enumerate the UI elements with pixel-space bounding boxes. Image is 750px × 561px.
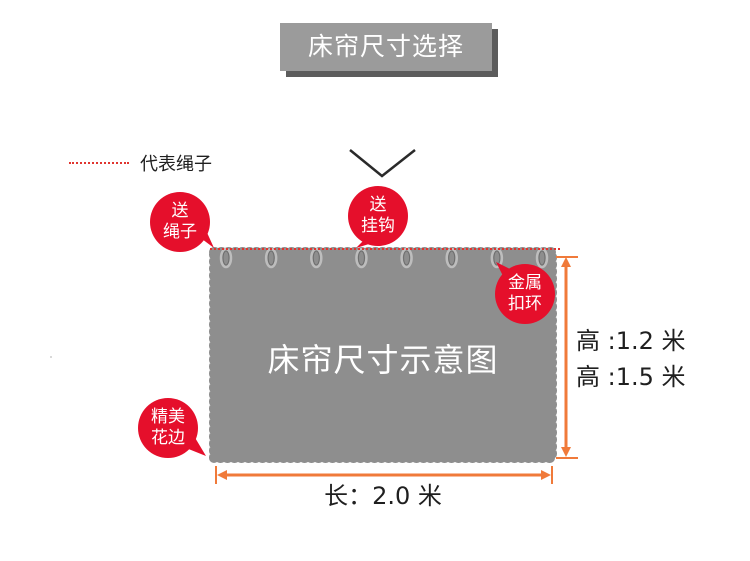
ring-hook-inner <box>312 250 320 266</box>
lace-trim-badge-line2: 花边 <box>151 428 185 448</box>
rope-line <box>210 248 560 250</box>
ring-hook-inner <box>357 250 365 266</box>
page-title: 床帘尺寸选择 <box>280 23 492 71</box>
ring-hook-inner <box>538 250 546 266</box>
free-rope-badge: 送 绳子 <box>150 192 210 252</box>
ring-hook-inner <box>448 250 456 266</box>
ring-hook-inner <box>222 250 230 266</box>
rope-legend-label: 代表绳子 <box>140 154 212 175</box>
ring-hook-inner <box>403 250 411 266</box>
metal-rings-badge: 金属 扣环 <box>495 264 555 324</box>
metal-rings-badge-line2: 扣环 <box>508 294 542 314</box>
stray-dot <box>50 356 52 358</box>
rope-legend-line <box>69 162 129 164</box>
height-option-2: 高 :1.5 米 <box>576 363 686 391</box>
free-hooks-badge-line1: 送 <box>369 195 387 215</box>
metal-rings-badge-line1: 金属 <box>508 273 542 293</box>
lace-trim-badge-line1: 精美 <box>151 407 185 427</box>
free-hooks-badge-line2: 挂钩 <box>361 216 395 236</box>
chevron-down-icon <box>349 149 416 178</box>
lace-trim-badge: 精美 花边 <box>138 398 198 458</box>
curtain-diagram <box>209 247 557 463</box>
free-rope-badge-line2: 绳子 <box>163 222 197 242</box>
curtain-label: 床帘尺寸示意图 <box>267 341 499 379</box>
length-label: 长：2.0 米 <box>324 482 442 510</box>
free-rope-badge-line1: 送 <box>171 201 189 221</box>
ring-hook-inner <box>267 250 275 266</box>
height-option-1: 高 :1.2 米 <box>576 327 686 355</box>
free-hooks-badge: 送 挂钩 <box>348 186 408 246</box>
